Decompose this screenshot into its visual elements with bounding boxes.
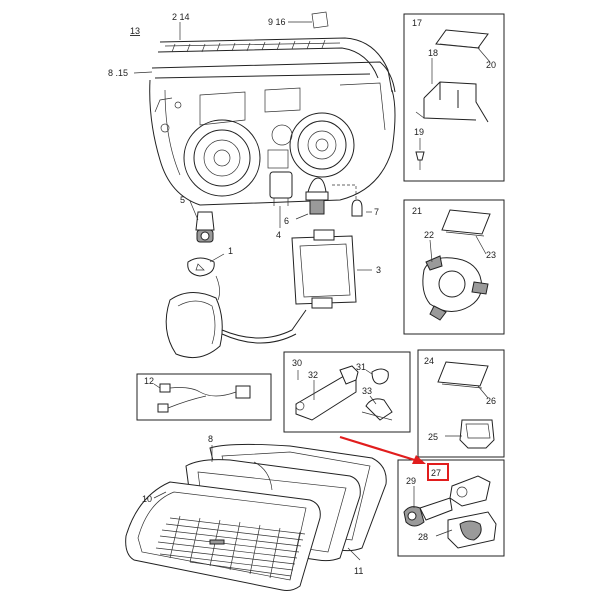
label-29: 29 xyxy=(406,476,416,486)
box-27 xyxy=(397,459,505,557)
label-1: 1 xyxy=(228,246,233,256)
highlight-callout xyxy=(339,435,449,481)
label-25: 25 xyxy=(428,432,438,442)
label-8: 8 xyxy=(208,434,213,444)
label-30: 30 xyxy=(292,358,302,368)
xenon-cable-assembly xyxy=(165,275,307,359)
label-26: 26 xyxy=(486,396,496,406)
h-bulb-part-6 xyxy=(305,177,329,215)
label-32: 32 xyxy=(308,370,318,380)
box-24 xyxy=(417,349,505,458)
label-10: 10 xyxy=(142,494,152,504)
label-22: 22 xyxy=(424,230,434,240)
label-33: 33 xyxy=(362,386,372,396)
label-8-15: 8 .15 xyxy=(108,68,128,78)
label-23: 23 xyxy=(486,250,496,260)
label-13: 13 xyxy=(130,26,140,36)
label-5: 5 xyxy=(180,195,185,205)
label-4: 4 xyxy=(276,230,281,240)
callout-arrow-line xyxy=(339,435,419,463)
box-12 xyxy=(136,373,272,421)
label-27: 27 xyxy=(431,468,441,478)
leader-lines xyxy=(133,11,491,561)
label-9-16: 9 16 xyxy=(268,17,286,27)
label-17: 17 xyxy=(412,18,422,28)
label-20: 20 xyxy=(486,60,496,70)
label-19: 19 xyxy=(414,127,424,137)
label-31: 31 xyxy=(356,362,366,372)
part-labels: 13 2 14 9 16 8 .15 5 6 4 7 1 3 17 18 20 … xyxy=(108,12,496,576)
igniter-cap-part-1 xyxy=(187,257,215,277)
box-17 xyxy=(403,13,505,182)
box-21 xyxy=(403,199,505,335)
headlamp-housing xyxy=(149,37,396,206)
label-28: 28 xyxy=(418,532,428,542)
label-24: 24 xyxy=(424,356,434,366)
ballast-unit-part-3 xyxy=(291,229,357,309)
label-21: 21 xyxy=(412,206,422,216)
label-11: 11 xyxy=(354,566,363,576)
label-6: 6 xyxy=(284,216,289,226)
headlamp-lens-assembly xyxy=(125,443,387,591)
bulb-holder-part-5 xyxy=(195,211,215,243)
label-18: 18 xyxy=(428,48,438,58)
bulb-connector-part-4 xyxy=(269,171,293,206)
label-12: 12 xyxy=(144,376,154,386)
callout-arrow-head xyxy=(412,455,426,464)
box-30 xyxy=(283,351,411,433)
label-3: 3 xyxy=(376,265,381,275)
label-2-14: 2 14 xyxy=(172,12,190,22)
label-7: 7 xyxy=(374,207,379,217)
small-bulb-part-7 xyxy=(332,184,363,217)
callout-box xyxy=(427,463,449,481)
